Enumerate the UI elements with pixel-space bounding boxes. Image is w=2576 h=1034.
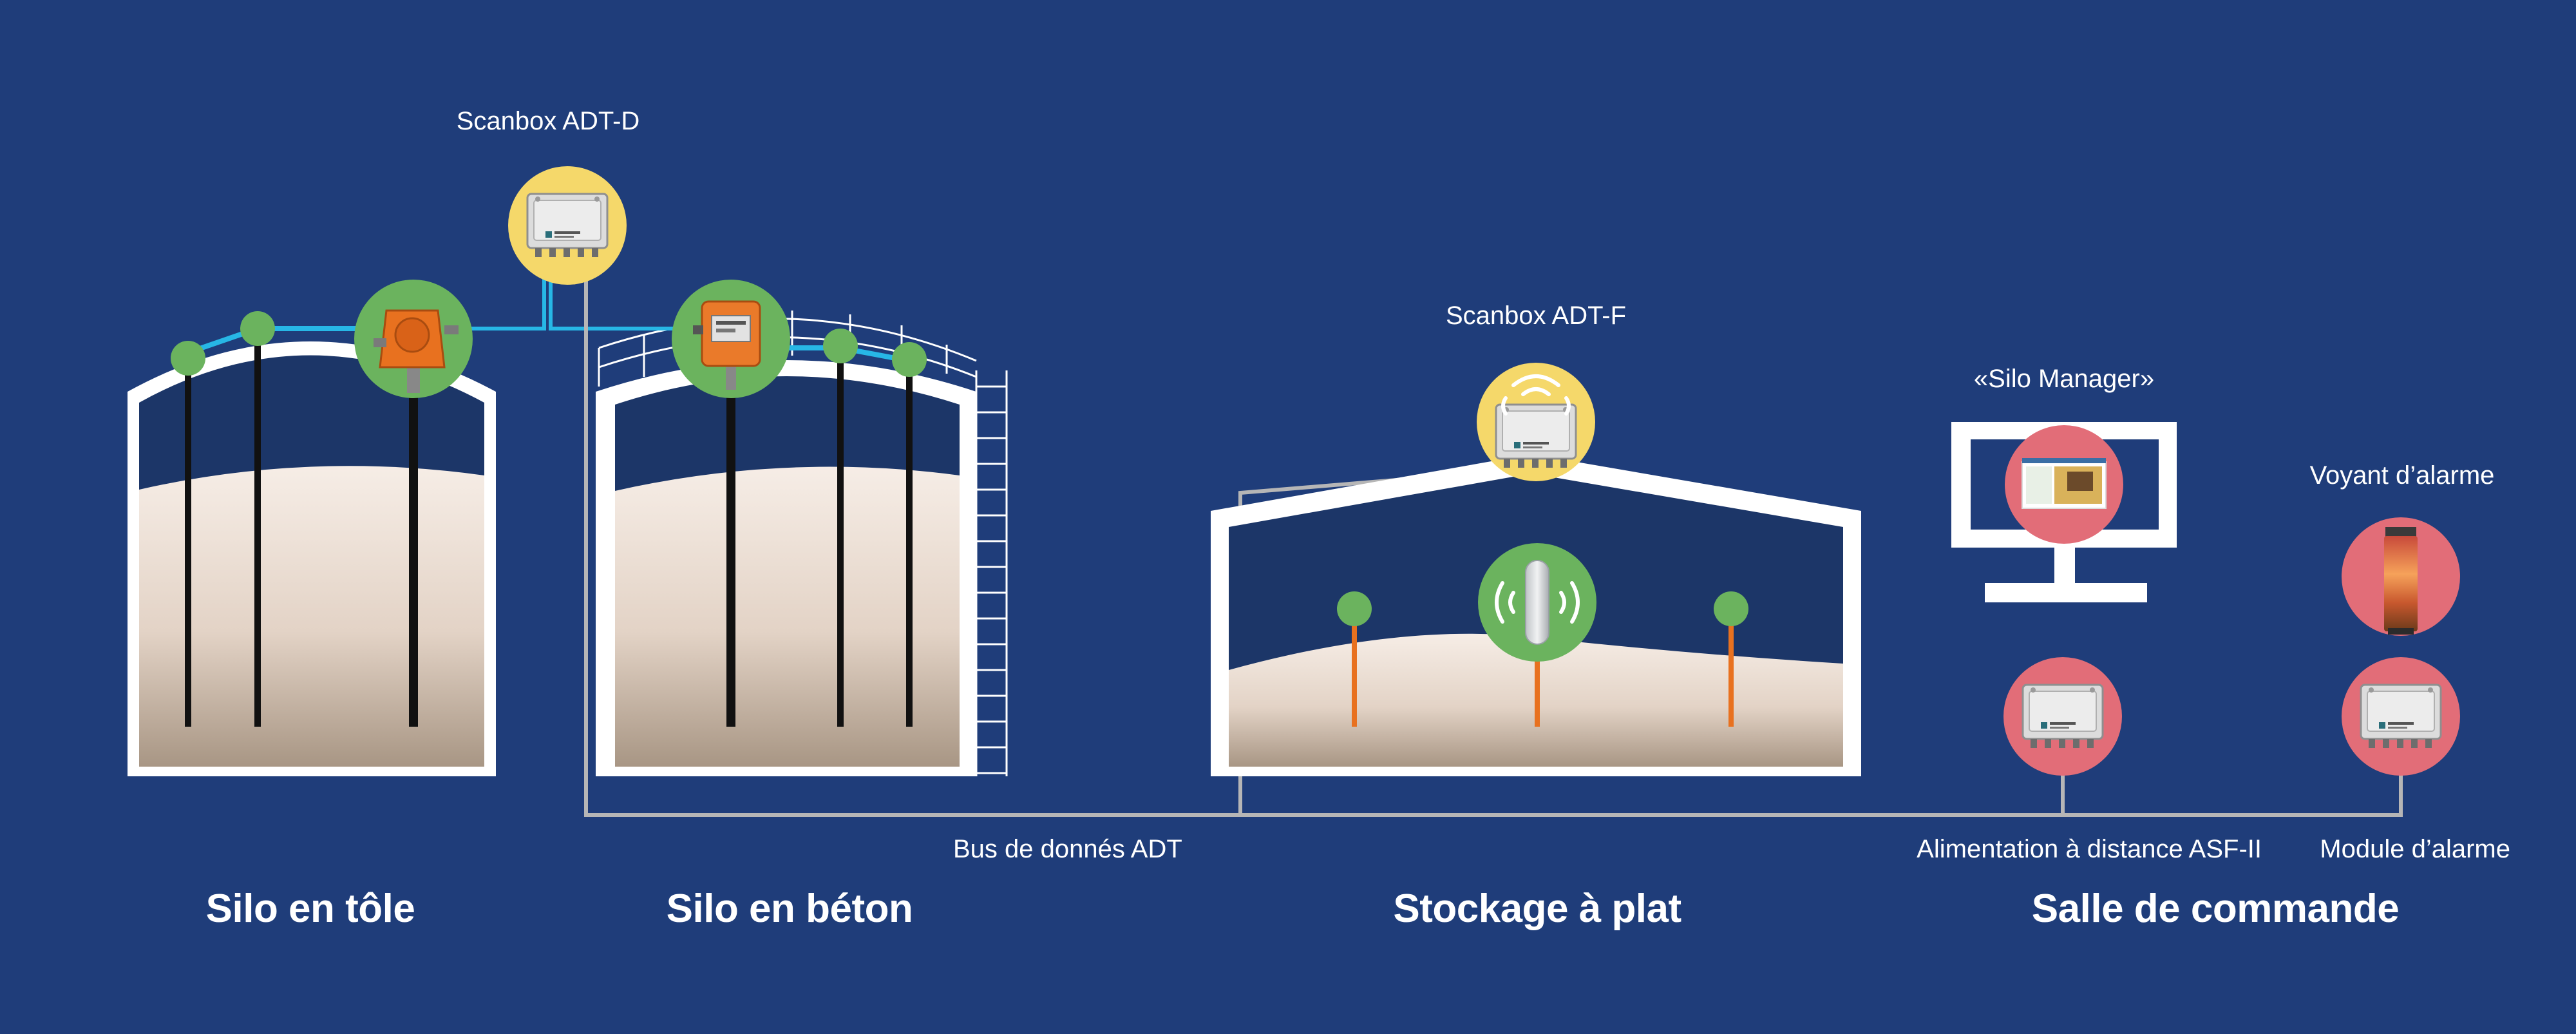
temperature-sensor-node [1337, 591, 1372, 626]
scanbox-adt-d-label: Scanbox ADT-D [456, 107, 640, 135]
alarm-light-icon [2384, 536, 2418, 631]
alarm-module-label: Module d’alarme [2320, 835, 2510, 863]
remote-power-label: Alimentation à distance ASF-II [1917, 835, 2262, 863]
scanbox-device-icon [2360, 684, 2442, 749]
wireless-signal-icon [1495, 581, 1580, 624]
section-title-control-room: Salle de commande [2031, 886, 2400, 931]
temperature-sensor-node [240, 311, 275, 346]
temperature-sensor-node [171, 341, 205, 376]
concrete-silo-probe [672, 280, 790, 398]
steel-silo-probe [354, 280, 473, 398]
section-title-steel-silo: Silo en tôle [205, 886, 415, 931]
temperature-sensor-node [892, 342, 927, 377]
data-cable-blue [451, 264, 731, 330]
data-bus-label: Bus de donnés ADT [953, 835, 1182, 863]
silo-manager-software [2005, 425, 2123, 544]
scanbox-device-icon [1495, 403, 1577, 469]
silo-manager-label: «Silo Manager» [1973, 365, 2155, 393]
scanbox-adt-f [1477, 363, 1595, 481]
steel-silo [128, 341, 496, 776]
wireless-signal-icon [1501, 374, 1571, 416]
scanbox-device-icon [2022, 684, 2104, 749]
temperature-sensor-node [1714, 591, 1748, 626]
remote-power-asf [2003, 657, 2122, 776]
alarm-module [2342, 657, 2460, 776]
temperature-sensor-node [823, 329, 858, 363]
scanbox-adt-d [508, 166, 627, 285]
concrete-silo [596, 360, 976, 776]
alarm-light [2342, 517, 2460, 636]
alarm-light-label: Voyant d’alarme [2309, 461, 2495, 490]
section-title-flat-storage: Stockage à plat [1393, 886, 1681, 931]
scanbox-device-icon [526, 193, 609, 258]
ladder [975, 370, 1008, 776]
scanbox-adt-f-label: Scanbox ADT-F [1445, 302, 1627, 330]
wireless-sensor [1478, 543, 1596, 662]
section-title-concrete-silo: Silo en béton [666, 886, 913, 931]
